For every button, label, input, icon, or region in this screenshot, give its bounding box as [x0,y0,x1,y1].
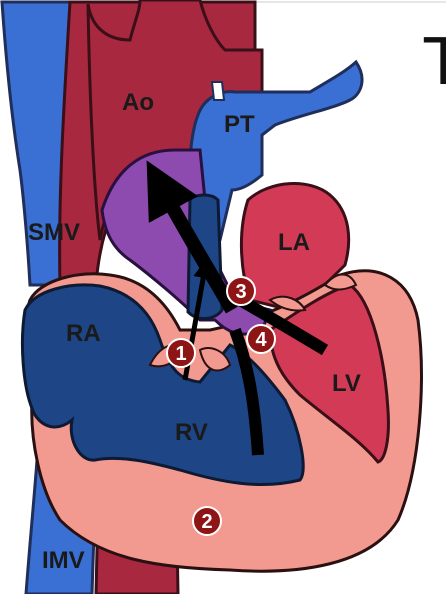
marker-2: 2 [193,507,221,535]
label-ao: Ao [122,89,154,116]
ligamentum-arteriosum [212,82,224,100]
label-la: LA [278,229,310,256]
label-smv: SMV [28,219,80,246]
svg-text:2: 2 [201,511,212,533]
marker-1: 1 [167,339,195,367]
label-lv: LV [332,370,361,397]
title-fragment: T [423,26,446,100]
svg-text:3: 3 [235,281,246,303]
label-ra: RA [66,320,101,347]
svg-text:1: 1 [175,343,186,365]
svg-text:4: 4 [255,329,267,351]
label-pt: PT [224,111,255,138]
label-rv: RV [175,419,208,446]
label-imv: IMV [42,547,85,574]
marker-3: 3 [227,277,255,305]
marker-4: 4 [247,325,275,353]
